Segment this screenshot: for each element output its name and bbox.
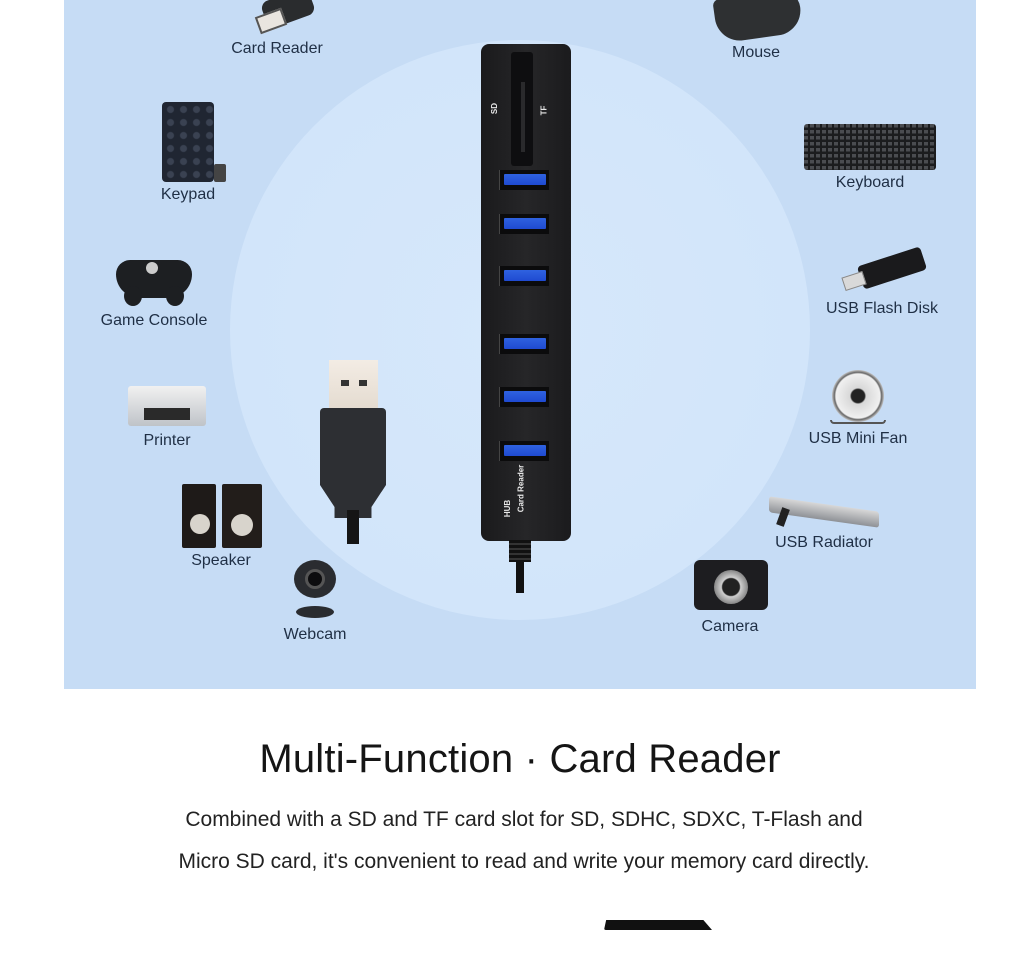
sd-slot-label: SD bbox=[490, 102, 500, 115]
device-label: Camera bbox=[701, 618, 759, 635]
usb-port-1 bbox=[499, 170, 549, 190]
keyboard-icon bbox=[804, 120, 936, 170]
device-usb-mini-fan: USB Mini Fan bbox=[802, 370, 914, 448]
tf-slot-label: TF bbox=[539, 105, 549, 116]
device-keyboard: Keyboard bbox=[800, 120, 940, 192]
device-speaker: Speaker bbox=[176, 484, 266, 570]
next-section-edge bbox=[604, 920, 712, 930]
device-game-console: Game Console bbox=[92, 256, 216, 330]
description-line-2: Micro SD card, it's convenient to read a… bbox=[178, 850, 870, 873]
usb-port-6 bbox=[499, 441, 549, 461]
printer-icon bbox=[128, 386, 206, 428]
device-label: Speaker bbox=[191, 552, 251, 569]
usb-flash-disk-icon bbox=[837, 246, 928, 296]
device-label: USB Radiator bbox=[775, 534, 873, 551]
device-label: Mouse bbox=[731, 44, 781, 61]
device-mouse: Mouse bbox=[706, 0, 806, 62]
usb-port-4 bbox=[499, 334, 549, 354]
device-usb-flash-disk: USB Flash Disk bbox=[820, 246, 944, 318]
device-webcam: Webcam bbox=[278, 560, 352, 644]
game-controller-icon bbox=[116, 256, 192, 308]
laptop-cooling-pad-icon bbox=[769, 496, 879, 530]
hub-cable bbox=[516, 560, 524, 593]
device-label: USB Mini Fan bbox=[808, 430, 908, 447]
device-label: USB Flash Disk bbox=[825, 300, 939, 317]
usb-plug-housing bbox=[320, 408, 386, 518]
sd-tf-card-slot bbox=[511, 52, 533, 166]
usb-port-5 bbox=[499, 387, 549, 407]
device-usb-radiator: USB Radiator bbox=[766, 496, 882, 552]
usb-port-2 bbox=[499, 214, 549, 234]
device-label: Keypad bbox=[160, 186, 216, 203]
description-line-1: Combined with a SD and TF card slot for … bbox=[185, 808, 863, 831]
speakers-icon bbox=[178, 484, 264, 548]
hub-cable-strain-relief bbox=[509, 540, 531, 562]
device-keypad: Keypad bbox=[150, 102, 226, 204]
usb-port-3 bbox=[499, 266, 549, 286]
usb-card-reader-icon bbox=[237, 0, 317, 36]
camera-icon bbox=[692, 558, 768, 614]
device-label: Keyboard bbox=[835, 174, 905, 191]
section-title: Multi-Function · Card Reader bbox=[259, 737, 781, 781]
device-printer: Printer bbox=[124, 386, 210, 450]
usb-plug-connector bbox=[329, 360, 378, 410]
card-reader-body-label: Card Reader bbox=[516, 464, 526, 513]
device-card-reader: Card Reader bbox=[222, 0, 332, 58]
usb-plug-cable bbox=[347, 510, 359, 544]
usb-hub-card-reader: SD TF HUB Card Reader bbox=[481, 44, 571, 541]
mini-fan-icon bbox=[826, 370, 890, 426]
device-label: Printer bbox=[143, 432, 191, 449]
device-label: Game Console bbox=[100, 312, 208, 329]
hub-body-label: HUB bbox=[503, 499, 513, 518]
device-label: Card Reader bbox=[231, 40, 323, 57]
device-label: Webcam bbox=[283, 626, 347, 643]
webcam-icon bbox=[290, 560, 340, 622]
mouse-icon bbox=[711, 0, 804, 44]
device-camera: Camera bbox=[688, 558, 772, 636]
numeric-keypad-icon bbox=[154, 102, 226, 182]
